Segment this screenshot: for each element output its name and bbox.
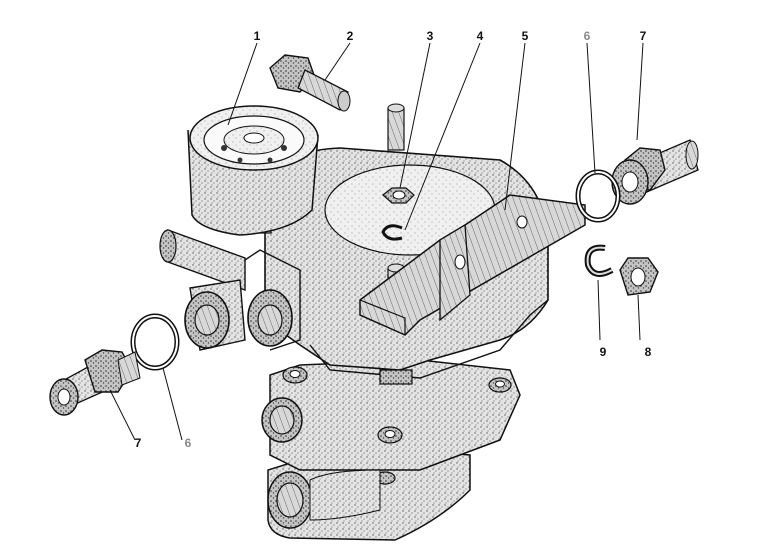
callout-7-right: 7 bbox=[639, 29, 647, 43]
callout-9: 9 bbox=[599, 345, 607, 359]
callout-8: 8 bbox=[644, 345, 652, 359]
fitting-7-right bbox=[611, 139, 699, 205]
leader-lines bbox=[109, 42, 644, 441]
nut-8 bbox=[619, 257, 659, 296]
callout-3: 3 bbox=[426, 29, 434, 43]
lock-washer-9 bbox=[584, 244, 614, 277]
callout-2: 2 bbox=[346, 29, 354, 43]
left-inlet bbox=[159, 229, 246, 351]
callout-5: 5 bbox=[521, 29, 529, 43]
callout-7-left: 7 bbox=[134, 436, 142, 450]
callout-4: 4 bbox=[476, 29, 484, 43]
fitting-7-left bbox=[49, 349, 141, 416]
washer-6-right bbox=[575, 169, 621, 223]
washer-6-left bbox=[130, 313, 180, 371]
lower-body bbox=[261, 359, 521, 541]
callout-6-right: 6 bbox=[583, 29, 591, 43]
callout-6-left: 6 bbox=[184, 436, 192, 450]
callout-1: 1 bbox=[253, 29, 261, 43]
bolt-part-2 bbox=[269, 54, 351, 112]
cover-part-1 bbox=[187, 105, 319, 236]
